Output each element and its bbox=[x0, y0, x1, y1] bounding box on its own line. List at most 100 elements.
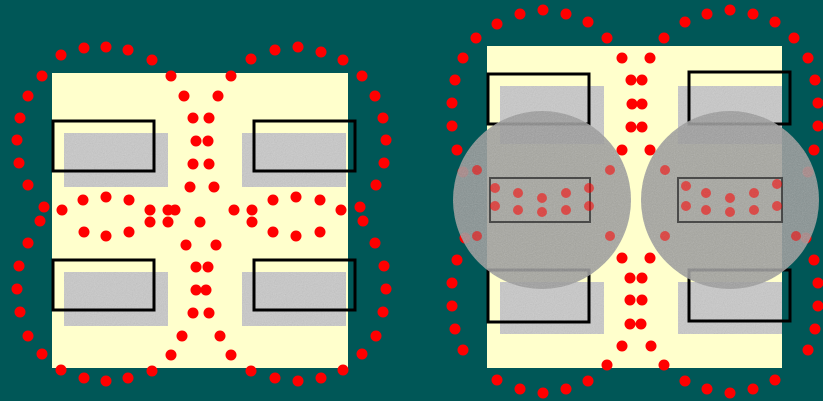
left-dot bbox=[181, 240, 192, 251]
right-component-shadow-br bbox=[678, 282, 782, 334]
right-dot bbox=[809, 145, 820, 156]
lens-left-dot bbox=[537, 207, 547, 217]
lens-right-dot bbox=[749, 205, 759, 215]
left-dot bbox=[378, 113, 389, 124]
right-dot bbox=[770, 17, 781, 28]
left-dot bbox=[338, 55, 349, 66]
right-dot bbox=[813, 121, 823, 132]
left-dot bbox=[203, 262, 214, 273]
right-dot bbox=[583, 376, 594, 387]
left-dot bbox=[246, 366, 257, 377]
left-dot bbox=[358, 216, 369, 227]
left-dot bbox=[204, 308, 215, 319]
right-dot bbox=[637, 75, 648, 86]
left-dot bbox=[246, 54, 257, 65]
left-dot bbox=[226, 350, 237, 361]
left-dot bbox=[35, 216, 46, 227]
right-dot bbox=[637, 273, 648, 284]
left-dot bbox=[12, 135, 23, 146]
left-dot bbox=[23, 331, 34, 342]
right-dot bbox=[561, 9, 572, 20]
left-dot bbox=[163, 217, 174, 228]
lens-right-dot bbox=[701, 205, 711, 215]
left-dot bbox=[229, 205, 240, 216]
left-dot bbox=[203, 136, 214, 147]
left-dot bbox=[166, 350, 177, 361]
right-dot bbox=[447, 121, 458, 132]
right-dot bbox=[748, 384, 759, 395]
left-dot bbox=[188, 159, 199, 170]
left-dot bbox=[15, 307, 26, 318]
left-dot bbox=[14, 261, 25, 272]
right-dot bbox=[617, 145, 628, 156]
left-dot bbox=[370, 91, 381, 102]
left-component-shadow-br bbox=[242, 272, 346, 326]
left-component-shadow-tr bbox=[242, 133, 346, 187]
right-dot bbox=[471, 33, 482, 44]
right-dot bbox=[538, 388, 549, 399]
left-dot bbox=[79, 373, 90, 384]
right-dot bbox=[803, 53, 814, 64]
left-dot bbox=[123, 373, 134, 384]
right-dot bbox=[450, 324, 461, 335]
right-dot bbox=[748, 9, 759, 20]
left-dot bbox=[166, 71, 177, 82]
lens-right-dot bbox=[660, 231, 670, 241]
left-dot bbox=[56, 365, 67, 376]
left-dot bbox=[270, 373, 281, 384]
left-dot bbox=[370, 238, 381, 249]
left-dot bbox=[179, 91, 190, 102]
left-dot bbox=[191, 285, 202, 296]
left-dot bbox=[145, 217, 156, 228]
left-dot bbox=[371, 180, 382, 191]
left-dot bbox=[247, 205, 258, 216]
right-dot bbox=[602, 33, 613, 44]
right-dot bbox=[637, 295, 648, 306]
right-dot bbox=[803, 345, 814, 356]
right-dot bbox=[680, 376, 691, 387]
left-dot bbox=[15, 113, 26, 124]
left-dot bbox=[23, 238, 34, 249]
left-dot bbox=[188, 113, 199, 124]
lens-left-dot bbox=[537, 193, 547, 203]
left-dot bbox=[124, 195, 135, 206]
right-dot bbox=[492, 375, 503, 386]
right-dot bbox=[625, 273, 636, 284]
left-dot bbox=[315, 227, 326, 238]
lens-right-dot bbox=[749, 188, 759, 198]
left-dot bbox=[247, 217, 258, 228]
left-dot bbox=[268, 195, 279, 206]
left-dot bbox=[145, 205, 156, 216]
left-dot bbox=[78, 195, 89, 206]
zoom-lens-right bbox=[641, 111, 819, 289]
right-dot bbox=[538, 5, 549, 16]
left-dot bbox=[147, 55, 158, 66]
left-dot bbox=[57, 205, 68, 216]
right-dot bbox=[626, 122, 637, 133]
right-dot bbox=[813, 301, 823, 312]
right-dot bbox=[645, 53, 656, 64]
left-dot bbox=[357, 349, 368, 360]
right-dot bbox=[602, 360, 613, 371]
right-dot bbox=[561, 384, 572, 395]
right-dot bbox=[625, 319, 636, 330]
right-dot bbox=[458, 345, 469, 356]
left-dot bbox=[291, 231, 302, 242]
lens-right-dot bbox=[681, 201, 691, 211]
left-dot bbox=[270, 45, 281, 56]
left-dot bbox=[355, 202, 366, 213]
right-dot bbox=[810, 324, 821, 335]
left-dot bbox=[37, 349, 48, 360]
lens-left-dot bbox=[605, 165, 615, 175]
right-dot bbox=[515, 9, 526, 20]
lens-left-dot bbox=[513, 205, 523, 215]
right-dot bbox=[702, 384, 713, 395]
right-dot bbox=[659, 33, 670, 44]
left-dot bbox=[336, 205, 347, 216]
left-dot bbox=[124, 227, 135, 238]
right-dot bbox=[636, 319, 647, 330]
left-dot bbox=[12, 284, 23, 295]
left-dot bbox=[381, 284, 392, 295]
